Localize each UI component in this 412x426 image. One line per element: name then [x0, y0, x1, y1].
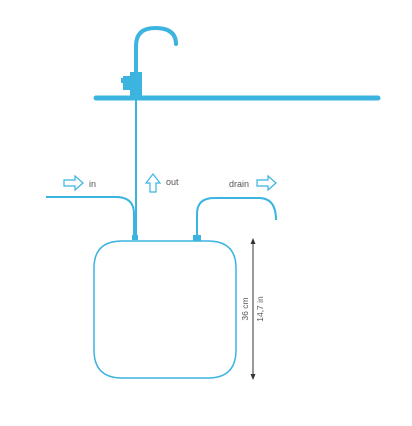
out-label: out: [166, 177, 179, 187]
drain-arrow-icon: [256, 174, 277, 192]
dimension-metric-label: 36 cm: [240, 297, 250, 320]
out-arrow-icon: [144, 173, 162, 193]
dimension-arrow-bottom: [250, 374, 256, 380]
dimension-imperial-label: 14,7 in: [255, 296, 265, 322]
drain-label: drain: [229, 179, 249, 189]
in-label: in: [89, 179, 96, 189]
dimension-arrow-top: [250, 238, 256, 244]
filter-unit: [93, 240, 237, 379]
outlet-connector: [132, 235, 138, 240]
faucet-spout: [134, 25, 178, 92]
faucet-handle: [123, 76, 131, 90]
faucet-handle-knob: [121, 78, 125, 83]
in-arrow-icon: [63, 174, 84, 192]
faucet-body: [130, 72, 142, 96]
inlet-pipe: [46, 196, 135, 238]
drain-connector: [193, 235, 201, 241]
drain-pipe: [196, 197, 277, 238]
